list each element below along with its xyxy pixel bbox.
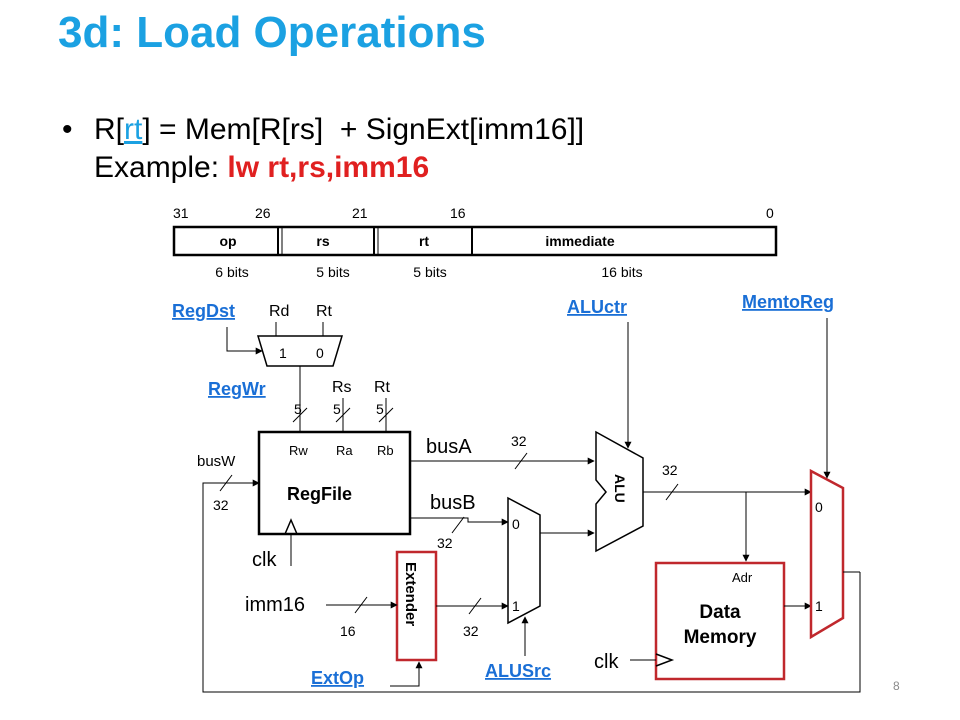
busa-width: 32 xyxy=(511,433,527,449)
ra-width: 5 xyxy=(333,401,341,417)
rt-label: Rt xyxy=(374,379,391,396)
alusrc-mux: 0 1 xyxy=(507,496,541,625)
width-op: 6 bits xyxy=(215,264,248,280)
field-immediate: immediate xyxy=(545,233,614,249)
regdst-mux-shape xyxy=(256,335,344,367)
alusrc-mux-0: 0 xyxy=(512,516,520,532)
field-rs: rs xyxy=(316,233,329,249)
clk-regfile-label: clk xyxy=(252,549,277,571)
regdst-control-line xyxy=(226,327,263,355)
field-rt: rt xyxy=(419,233,429,249)
extender-label: Extender xyxy=(402,562,419,626)
memtoreg-mux-1: 1 xyxy=(815,598,823,614)
ra-port: Ra xyxy=(336,443,353,458)
clk-memory-label: clk xyxy=(594,651,619,673)
width-slash xyxy=(335,407,351,423)
extop-signal[interactable]: ExtOp xyxy=(311,668,364,688)
rt-top-label: Rt xyxy=(316,303,333,320)
bullet-line-2: Example: lw rt,rs,imm16 xyxy=(94,150,429,186)
bit-position-16: 16 xyxy=(450,205,466,221)
bullet-line1-pre: R[ xyxy=(94,113,124,146)
width-slash xyxy=(292,407,308,423)
data-memory-label-1: Data xyxy=(699,602,741,623)
slide-title: 3d: Load Operations xyxy=(58,8,486,57)
regdst-mux-1: 1 xyxy=(279,345,287,361)
memory-clock-triangle xyxy=(655,653,675,667)
regdst-mux: Rd Rt 1 0 xyxy=(226,303,344,367)
alu-shape xyxy=(595,430,644,553)
rb-port: Rb xyxy=(377,443,394,458)
data-memory-box xyxy=(654,561,786,681)
rw-width: 5 xyxy=(294,401,302,417)
memtoreg-mux: 0 1 xyxy=(809,468,845,640)
field-op: op xyxy=(219,233,236,249)
rw-port: Rw xyxy=(289,443,308,458)
alusrc-signal[interactable]: ALUSrc xyxy=(485,661,551,681)
width-slash xyxy=(378,407,394,423)
instruction-box xyxy=(172,225,778,257)
extender: Extender xyxy=(395,550,438,662)
width-slash xyxy=(451,516,465,534)
example-code: lw rt,rs,imm16 xyxy=(227,151,430,184)
regdst-mux-0: 0 xyxy=(316,345,324,361)
rd-label: Rd xyxy=(269,303,289,320)
busb-line xyxy=(410,517,509,526)
bullet-dot: • xyxy=(62,113,73,146)
alu: ALU xyxy=(595,430,644,553)
memtoreg-mux-shape xyxy=(809,468,845,640)
busb-width: 32 xyxy=(437,535,453,551)
imm16-label: imm16 xyxy=(245,594,305,616)
alusrc-mux-shape xyxy=(507,496,541,625)
width-slash xyxy=(219,474,233,492)
width-rs: 5 bits xyxy=(316,264,349,280)
rt-link[interactable]: rt xyxy=(124,113,143,146)
example-label: Example: xyxy=(94,151,228,184)
alu-out-width: 32 xyxy=(662,462,678,478)
regdst-signal[interactable]: RegDst xyxy=(172,301,235,321)
memtoreg-signal[interactable]: MemtoReg xyxy=(742,292,834,312)
imm16-width: 16 xyxy=(340,623,356,639)
data-memory: Adr Data Memory xyxy=(654,561,786,681)
alu-label: ALU xyxy=(612,474,628,503)
extop-line xyxy=(390,661,423,687)
width-slash xyxy=(468,597,482,615)
bit-position-26: 26 xyxy=(255,205,271,221)
regfile-box xyxy=(257,430,412,536)
regwr-signal[interactable]: RegWr xyxy=(208,379,266,399)
clock-triangle xyxy=(284,518,298,535)
bullet-line-1: R[rt] = Mem[R[rs] + SignExt[imm16]] xyxy=(94,112,584,148)
register-file: Rw Ra Rb RegFile xyxy=(257,430,412,536)
busw-width: 32 xyxy=(213,497,229,513)
memtoreg-mux-0: 0 xyxy=(815,499,823,515)
instruction-format: 31 26 21 16 0 op rs rt immediate 6 bits … xyxy=(172,205,778,280)
busb-label: busB xyxy=(430,492,476,514)
busw-line xyxy=(202,479,861,693)
width-slash xyxy=(354,596,368,614)
bit-position-0: 0 xyxy=(766,205,774,221)
rs-label: Rs xyxy=(332,379,352,396)
rb-width: 5 xyxy=(376,401,384,417)
width-rt: 5 bits xyxy=(413,264,446,280)
aluctr-signal[interactable]: ALUctr xyxy=(567,297,627,317)
width-slash xyxy=(514,452,528,470)
width-slash xyxy=(665,483,679,501)
ext-out-width: 32 xyxy=(463,623,479,639)
width-immediate: 16 bits xyxy=(601,264,642,280)
bullet-line1-post: ] = Mem[R[rs] + SignExt[imm16]] xyxy=(142,113,585,146)
data-memory-label-2: Memory xyxy=(684,627,757,648)
alusrc-mux-1: 1 xyxy=(512,598,520,614)
regfile-label: RegFile xyxy=(287,484,352,504)
busw-label: busW xyxy=(197,453,236,470)
page-number: 8 xyxy=(893,679,900,693)
busa-label: busA xyxy=(426,436,472,458)
bit-position-21: 21 xyxy=(352,205,368,221)
adr-port: Adr xyxy=(732,570,753,585)
bit-position-31: 31 xyxy=(173,205,189,221)
